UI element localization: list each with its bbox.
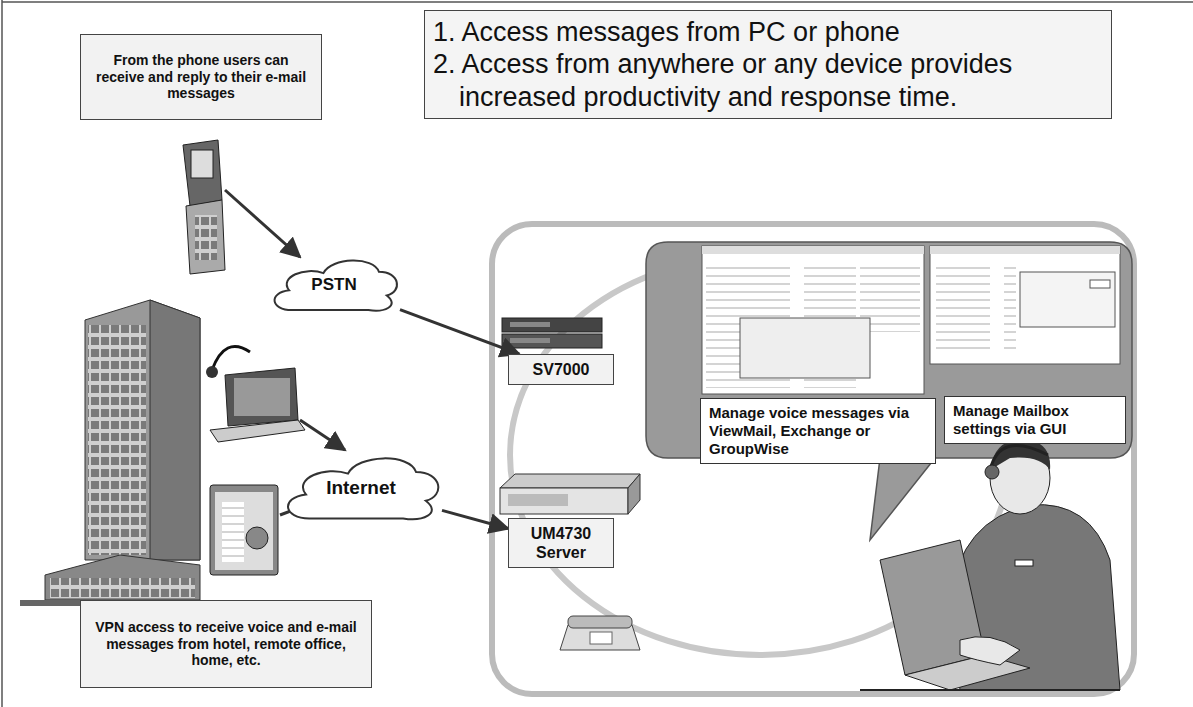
server-device	[500, 474, 640, 514]
user-figure	[860, 439, 1120, 690]
handheld-device	[210, 485, 278, 575]
frame-line	[1, 0, 3, 707]
node-text: SV7000	[533, 360, 590, 379]
desk-phone	[560, 616, 640, 650]
mobile-phone	[183, 140, 225, 274]
node-text: Manage voice messages via ViewMail, Exch…	[709, 404, 927, 458]
sv7000-device	[502, 318, 602, 348]
screenshot	[930, 246, 1120, 364]
connector-arrow	[442, 510, 508, 528]
link-arrow	[225, 190, 300, 257]
node-text: VPN access to receive voice and e-mail m…	[89, 619, 363, 669]
connector-arrow	[400, 310, 519, 354]
frame-line	[2, 1, 1193, 3]
cloud: PSTN	[268, 252, 400, 318]
feature-box: Manage voice messages via ViewMail, Exch…	[700, 398, 936, 464]
cloud: Internet	[280, 448, 442, 528]
node-text: From the phone users can receive and rep…	[89, 52, 313, 102]
node-text: PSTN	[311, 275, 356, 295]
title-box: 1. Access messages from PC or phone2. Ac…	[424, 10, 1112, 119]
note-box: VPN access to receive voice and e-mail m…	[80, 600, 372, 688]
device-label: UM4730 Server	[508, 518, 614, 568]
office-region	[492, 224, 1134, 694]
device-label: SV7000	[508, 354, 614, 385]
note-box: From the phone users can receive and rep…	[80, 34, 322, 120]
screenshot	[702, 246, 924, 394]
laptop	[206, 346, 305, 442]
node-text: Manage Mailbox settings via GUI	[953, 402, 1117, 438]
bullet-line: 2. Access from anywhere or any device pr…	[433, 48, 1103, 113]
callout-bubble	[646, 242, 1132, 540]
building	[20, 300, 210, 606]
feature-box: Manage Mailbox settings via GUI	[944, 396, 1126, 444]
node-text: Internet	[326, 477, 396, 500]
link-arrow	[300, 420, 345, 450]
bullet-line: 1. Access messages from PC or phone	[433, 16, 900, 48]
node-text: UM4730 Server	[517, 524, 605, 562]
